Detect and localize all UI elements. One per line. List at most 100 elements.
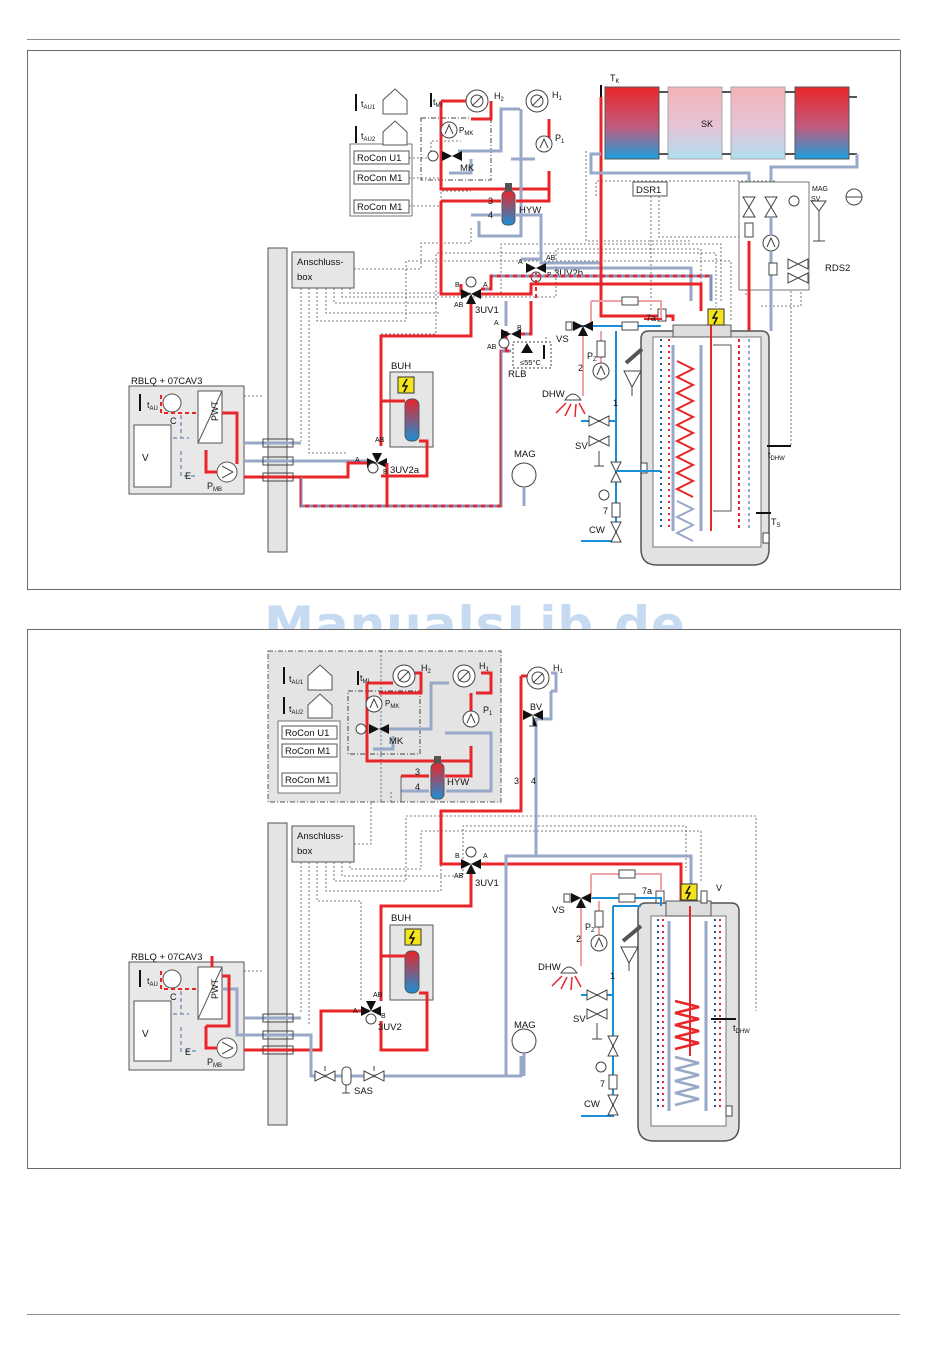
domestic-water: [555, 296, 662, 543]
mixer-label: MK: [460, 163, 475, 174]
svg-text:3: 3: [514, 776, 519, 786]
hyw-label: HYW: [447, 777, 469, 788]
pillar-pipes: [244, 438, 301, 482]
rlb-label: RLB: [508, 369, 526, 380]
pump-mk-label: PMK: [459, 126, 473, 137]
sensor-au2-label: tAU2: [361, 131, 376, 143]
bottom-rule: [27, 1314, 900, 1315]
svg-text:A: A: [353, 1008, 358, 1015]
solar-collectors: [589, 85, 859, 331]
radiator-h2-label: H2: [494, 91, 505, 103]
valve-3uv1-label: 3UV1: [475, 305, 499, 316]
svg-text:C: C: [170, 992, 177, 1002]
valve-3uv2: [361, 1001, 381, 1025]
terminal-box: Anschluss- box: [291, 251, 355, 289]
svg-text:2: 2: [576, 934, 581, 944]
svg-text:AB: AB: [454, 302, 464, 309]
svg-text:A: A: [483, 282, 488, 289]
svg-text:AB: AB: [454, 873, 464, 880]
dhw-label: DHW: [542, 389, 565, 400]
svg-text:RoCon U1: RoCon U1: [357, 153, 401, 164]
svg-text:B: B: [455, 282, 460, 289]
svg-text:SV: SV: [811, 196, 821, 203]
svg-text:B: B: [455, 853, 460, 860]
sensor-mi-label: tMI: [360, 673, 370, 685]
svg-text:2: 2: [578, 363, 583, 373]
svg-text:A: A: [355, 457, 360, 464]
expansion-vessel: [511, 1028, 537, 1076]
pressure-gauge-icon: [788, 195, 800, 207]
house-icon-2: [307, 693, 333, 719]
svg-text:7: 7: [600, 1079, 605, 1089]
pump-mb-label: PMB: [207, 481, 222, 493]
diagram-top-panel: V PWT C RBLQ + 07CAV3 tAU E PMB: [27, 50, 901, 590]
bypass-circuit: [439, 666, 558, 866]
mixer-label: MK: [389, 736, 404, 747]
svg-text:1: 1: [610, 971, 615, 981]
e-label: E: [185, 471, 191, 481]
svg-text:PWT: PWT: [210, 979, 220, 999]
svg-text:A: A: [518, 259, 523, 266]
hydraulic-separator: [439, 183, 551, 296]
svg-text:B: B: [517, 325, 522, 332]
house-icon-2: [382, 120, 408, 146]
svg-text:AB: AB: [375, 437, 385, 444]
buh-label: BUH: [391, 913, 411, 924]
diagram-top: V PWT C RBLQ + 07CAV3 tAU E PMB: [128, 73, 863, 566]
domestic-water: [551, 869, 662, 1117]
svg-text:V: V: [142, 1029, 149, 1040]
svg-text:A: A: [494, 320, 499, 327]
svg-text:box: box: [297, 272, 313, 283]
pump-mb-label: PMB: [207, 1057, 222, 1069]
svg-text:box: box: [297, 846, 313, 857]
pump-p1-label: P1: [555, 133, 565, 145]
sludge-separator: [314, 1066, 385, 1094]
e-label: E: [185, 1047, 191, 1057]
svg-text:B: B: [381, 1013, 386, 1020]
cw-label: CW: [589, 525, 605, 536]
sv-label: SV: [575, 441, 588, 452]
control-wiring: [244, 651, 757, 1026]
svg-text:4: 4: [531, 776, 536, 786]
radiator-h1b-label: H1: [553, 663, 564, 675]
expansion-vessel: [511, 462, 537, 506]
svg-text:A: A: [483, 853, 488, 860]
rocon-group: RoCon U1 RoCon M1 RoCon M1: [277, 664, 341, 794]
pump-p1-label: P1: [483, 705, 493, 717]
dsr1-label: DSR1: [636, 185, 661, 196]
electric-hazard-icon: [404, 928, 422, 946]
diagram-bottom-panel: V PWT C RBLQ + 07CAV3 tAU E PMB: [27, 629, 901, 1169]
sensor-au1-label: tAU1: [289, 674, 304, 686]
mag-label: MAG: [514, 1020, 536, 1031]
sensor-au1-label: tAU1: [361, 99, 376, 111]
pipe-4-label: 4: [488, 210, 493, 220]
valve-3uv2b: [521, 257, 693, 301]
mag-sv-label: MAG: [812, 186, 828, 193]
svg-text:C: C: [170, 416, 177, 426]
svg-text:RoCon M1: RoCon M1: [357, 173, 402, 184]
radiator-h1-label: H1: [479, 661, 490, 673]
sensor-ts-label: TS: [771, 517, 781, 529]
backup-heater: [379, 924, 434, 1052]
sensor-au2-label: tAU2: [289, 704, 304, 716]
mixer-valve-icon: [369, 724, 389, 734]
dhw-label: DHW: [538, 962, 561, 973]
svg-text:RoCon U1: RoCon U1: [285, 728, 329, 739]
wall-pillar: [267, 822, 288, 1126]
pump-mk-label: PMK: [385, 699, 399, 710]
svg-text:B: B: [383, 469, 388, 476]
electric-hazard-icon: [397, 376, 415, 394]
valve-3uv1-label: 3UV1: [475, 878, 499, 889]
pump-pz-label: PZ: [587, 351, 597, 363]
sensor-tdhw-label: tDHW: [768, 450, 785, 462]
pipe-4-label: 4: [415, 782, 420, 792]
radiator-h1-label: H1: [552, 90, 563, 102]
svg-text:AB: AB: [546, 255, 556, 262]
sv-label: SV: [573, 1014, 586, 1025]
electric-hazard-icon: [680, 883, 698, 901]
hyw-label: HYW: [519, 205, 541, 216]
hydraulic-separator: [400, 756, 473, 802]
svg-text:RoCon M1: RoCon M1: [357, 202, 402, 213]
svg-text:1: 1: [613, 398, 618, 408]
sensor-tk-label: TK: [610, 73, 620, 85]
